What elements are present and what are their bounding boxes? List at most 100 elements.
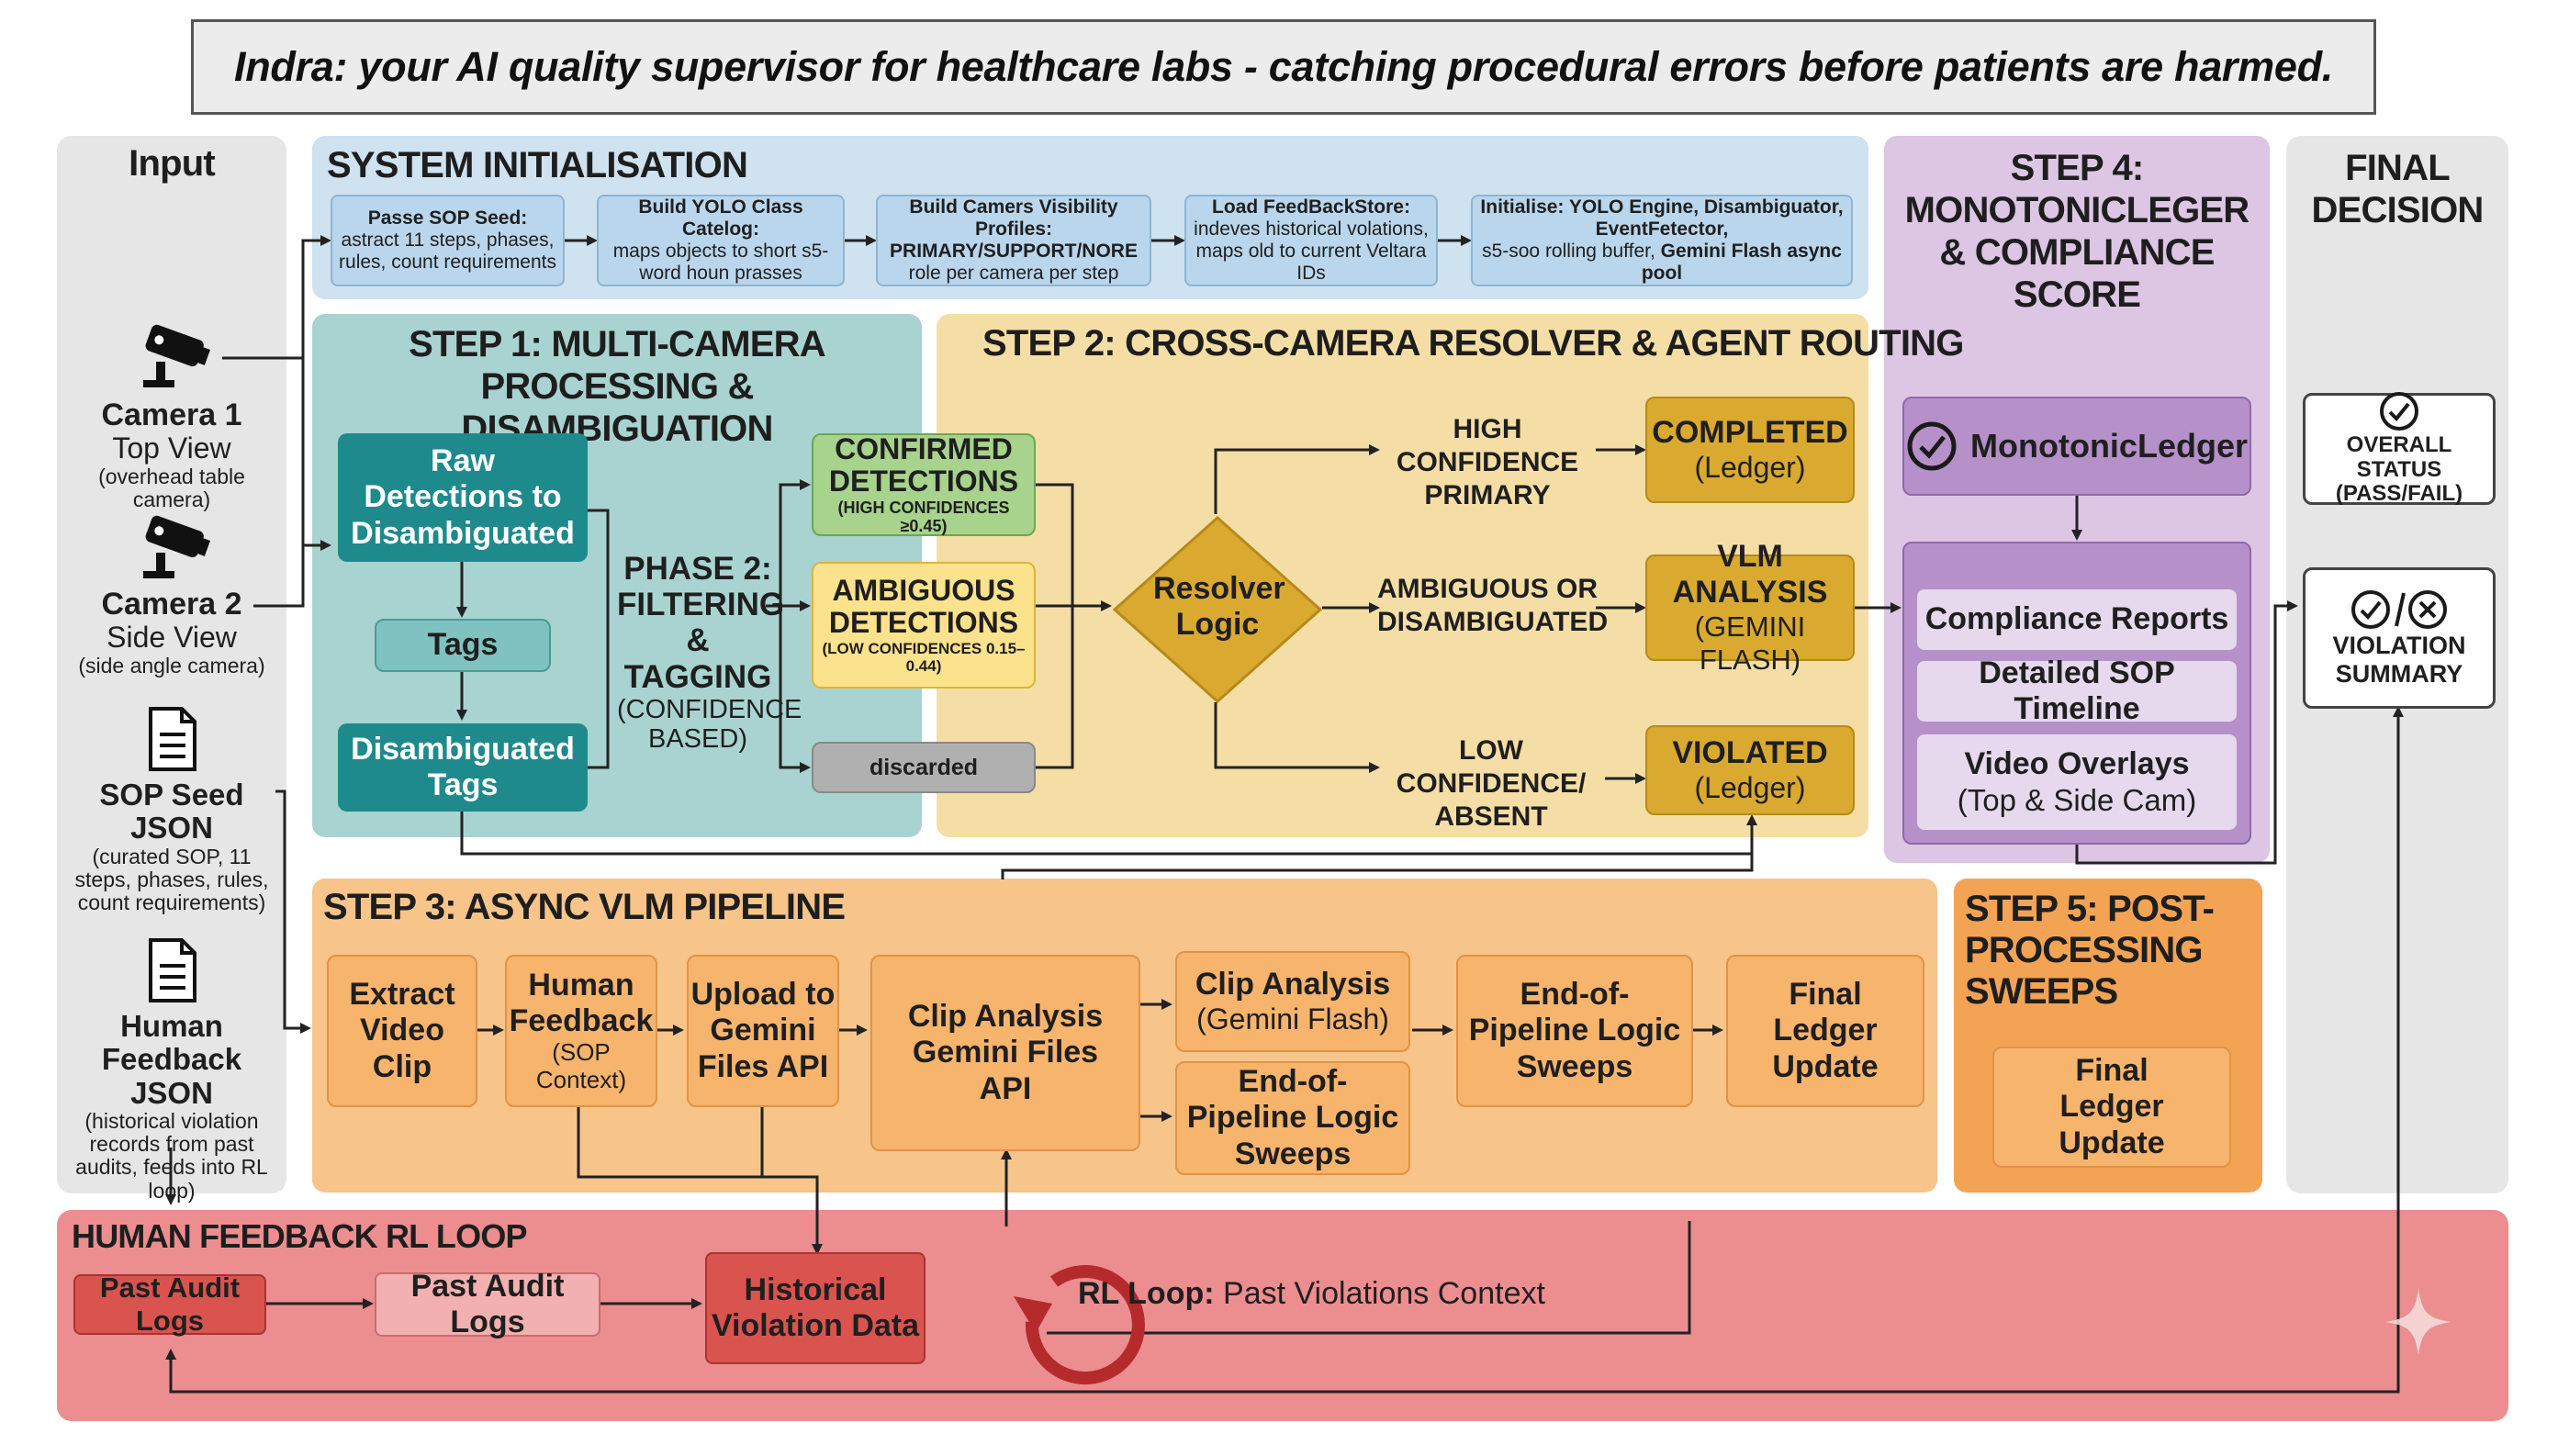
final-title: FINAL DECISION — [2311, 148, 2485, 230]
violated-box: VIOLATED (Ledger) — [1645, 725, 1855, 815]
input-title: Input — [129, 143, 216, 184]
eop-right-label: End-of-Pipeline Logic Sweeps — [1468, 977, 1681, 1084]
init-box-body: indeves historical volations, maps old t… — [1194, 218, 1429, 285]
camera1-icon — [129, 323, 211, 397]
clip-analysis-api-box: Clip Analysis Gemini Files API — [870, 955, 1140, 1151]
camera2-icon — [129, 514, 211, 588]
human-sub: (SOP Context) — [535, 1038, 627, 1094]
past-audit-logs-box: Past Audit Logs — [73, 1271, 266, 1337]
init-title: SYSTEM INITIALISATION — [327, 145, 748, 185]
status-label: OVERALL STATUS (PASS/FAIL) — [2335, 432, 2463, 507]
vlm-label: VLM ANALYSIS — [1672, 539, 1828, 610]
sop-block: SOP Seed JSON (curated SOP, 11 steps, ph… — [57, 778, 286, 914]
check-circle-icon — [2379, 391, 2419, 431]
init-box-bold: Gemini Flash async pool — [1641, 241, 1842, 285]
camera1-view: Top View — [112, 431, 231, 465]
logs1-label: Past Audit Logs — [99, 1271, 241, 1337]
overall-status-box: OVERALL STATUS (PASS/FAIL) — [2303, 391, 2496, 507]
video-overlays-box: Video Overlays (Top & Side Cam) — [1917, 734, 2237, 830]
phase2-sub: (CONFIDENCE BASED) — [617, 694, 802, 755]
feedback-name: Human Feedback JSON — [101, 1009, 242, 1110]
step1-title: STEP 1: MULTI-CAMERA PROCESSING & DISAMB… — [409, 324, 825, 449]
overlays-sub: (Top & Side Cam) — [1957, 782, 2197, 817]
ambiguous-detections-box: AMBIGUOUS DETECTIONS (LOW CONFIDENCES 0.… — [812, 562, 1036, 689]
init-box-body: role per camera per step — [908, 263, 1119, 285]
tags-box: Tags — [375, 619, 551, 672]
raw-detections-label: Raw Detections to Disambiguated — [351, 443, 575, 551]
violated-sub: (Ledger) — [1694, 771, 1806, 805]
overlays-label: Video Overlays — [1964, 746, 2190, 782]
page-title: Indra: your AI quality supervisor for he… — [234, 43, 2333, 90]
confirmed-label: CONFIRMED DETECTIONS — [828, 432, 1019, 498]
final-update-label: Final Ledger Update — [1772, 977, 1879, 1084]
clip-analysis-flash-box: Clip Analysis (Gemini Flash) — [1175, 951, 1410, 1052]
phase2-label: PHASE 2: FILTERING & TAGGING (CONFIDENCE… — [617, 551, 802, 755]
init-box-visibility: Build Camers Visibility Profiles: PRIMAR… — [876, 195, 1151, 286]
step5-update-label: Final Ledger Update — [2059, 1053, 2165, 1160]
init-box-initialise: Initialise: YOLO Engine, Disambiguator, … — [1471, 195, 1853, 286]
extract-clip-box: Extract Video Clip — [327, 955, 477, 1107]
check-slash-x-icon — [2349, 588, 2450, 632]
init-box-title: Load FeedBackStore: — [1212, 196, 1410, 218]
discarded-label: discarded — [869, 754, 979, 780]
init-box-yolo-catalog: Build YOLO Class Catelog: maps objects t… — [597, 195, 845, 286]
phase2-title: PHASE 2: FILTERING & TAGGING — [617, 551, 785, 695]
reports-label: Compliance Reports — [1924, 601, 2229, 637]
sparkle-icon — [2382, 1285, 2455, 1359]
camera1-desc: (overhead table camera) — [98, 464, 245, 511]
clip-flash-label: Clip Analysis — [1195, 967, 1391, 1002]
document-icon — [147, 938, 198, 1002]
violation-summary-box: VIOLATION SUMMARY — [2303, 567, 2496, 709]
init-box-title: Initialise: YOLO Engine, Disambiguator, … — [1480, 196, 1844, 240]
ambiguous-label: AMBIGUOUS DETECTIONS — [828, 574, 1019, 640]
rl-loop-bold: RL Loop: — [1078, 1276, 1215, 1311]
completed-box: COMPLETED (Ledger) — [1645, 397, 1855, 503]
rl-loop-text: Past Violations Context — [1223, 1276, 1545, 1311]
completed-sub: (Ledger) — [1694, 451, 1806, 485]
disambiguated-tags-label: Disambiguated Tags — [351, 731, 575, 802]
camera2-block: Camera 2 Side View (side angle camera) — [57, 587, 286, 678]
disambiguated-tags-box: Disambiguated Tags — [338, 723, 588, 812]
ambiguous-sub: (LOW CONFIDENCES 0.15–0.44) — [822, 639, 1026, 676]
init-box-title: Build YOLO Class Catelog: — [638, 196, 803, 240]
rl-title: HUMAN FEEDBACK RL LOOP — [72, 1217, 528, 1255]
feedback-desc: (historical violation records from past … — [75, 1108, 268, 1203]
check-circle-icon — [1906, 420, 1958, 472]
sop-timeline-box: Detailed SOP Timeline — [1917, 655, 2237, 726]
past-audit-logs-box-2: Past Audit Logs — [375, 1269, 600, 1339]
init-box-parse-sop: Passe SOP Seed: astract 11 steps, phases… — [331, 195, 565, 286]
historical-violation-box: Historical Violation Data — [705, 1252, 926, 1364]
resolver-diamond: Resolver Logic — [1112, 515, 1323, 704]
feedback-block: Human Feedback JSON (historical violatio… — [57, 1009, 286, 1203]
confirmed-sub: (HIGH CONFIDENCES ≥0.45) — [837, 498, 1010, 536]
sop-desc: (curated SOP, 11 steps, phases, rules, c… — [74, 844, 269, 915]
violation-label: VIOLATION SUMMARY — [2332, 631, 2466, 688]
step5-title: STEP 5: POST-PROCESSING SWEEPS — [1965, 889, 2215, 1012]
raw-detections-box: Raw Detections to Disambiguated — [338, 433, 588, 562]
camera2-view: Side View — [107, 621, 237, 655]
ledger-label: MonotonicLedger — [1970, 427, 2248, 465]
camera1-block: Camera 1 Top View (overhead table camera… — [57, 398, 286, 511]
step4-title: STEP 4: MONOTONICLEGER & COMPLIANCE SCOR… — [1904, 148, 2250, 315]
violated-label: VIOLATED — [1672, 735, 1828, 771]
rl-loop-caption: RL Loop: Past Violations Context — [1078, 1276, 1545, 1312]
init-box-body: astract 11 steps, phases, rules, count r… — [339, 229, 556, 274]
hist-label: Historical Violation Data — [711, 1271, 920, 1343]
init-box-body-line: s5-soo rolling buffer, Gemini Flash asyn… — [1476, 241, 1847, 285]
title-banner: Indra: your AI quality supervisor for he… — [191, 19, 2376, 115]
route-low-label: LOW CONFIDENCE/ ABSENT — [1396, 735, 1587, 832]
eop-sweeps-lower-box: End-of-Pipeline Logic Sweeps — [1175, 1061, 1410, 1175]
eop-lower-label: End-of-Pipeline Logic Sweeps — [1186, 1064, 1399, 1171]
human-label: Human Feedback — [509, 968, 654, 1039]
step2-title: STEP 2: CROSS-CAMERA RESOLVER & AGENT RO… — [982, 323, 1964, 364]
init-box-body: maps objects to short s5-word houn prass… — [612, 241, 829, 285]
timeline-label: Detailed SOP Timeline — [1979, 655, 2175, 726]
vlm-analysis-box: VLM ANALYSIS (GEMINI FLASH) — [1645, 539, 1855, 676]
camera1-name: Camera 1 — [101, 398, 242, 432]
upload-label: Upload to Gemini Files API — [690, 977, 836, 1084]
vlm-sub: (GEMINI FLASH) — [1694, 610, 1806, 677]
resolver-label: Resolver Logic — [1153, 571, 1285, 643]
final-ledger-step5-box: Final Ledger Update — [1992, 1047, 2231, 1168]
camera2-desc: (side angle camera) — [78, 653, 265, 678]
clip-flash-sub: (Gemini Flash) — [1196, 1002, 1389, 1036]
